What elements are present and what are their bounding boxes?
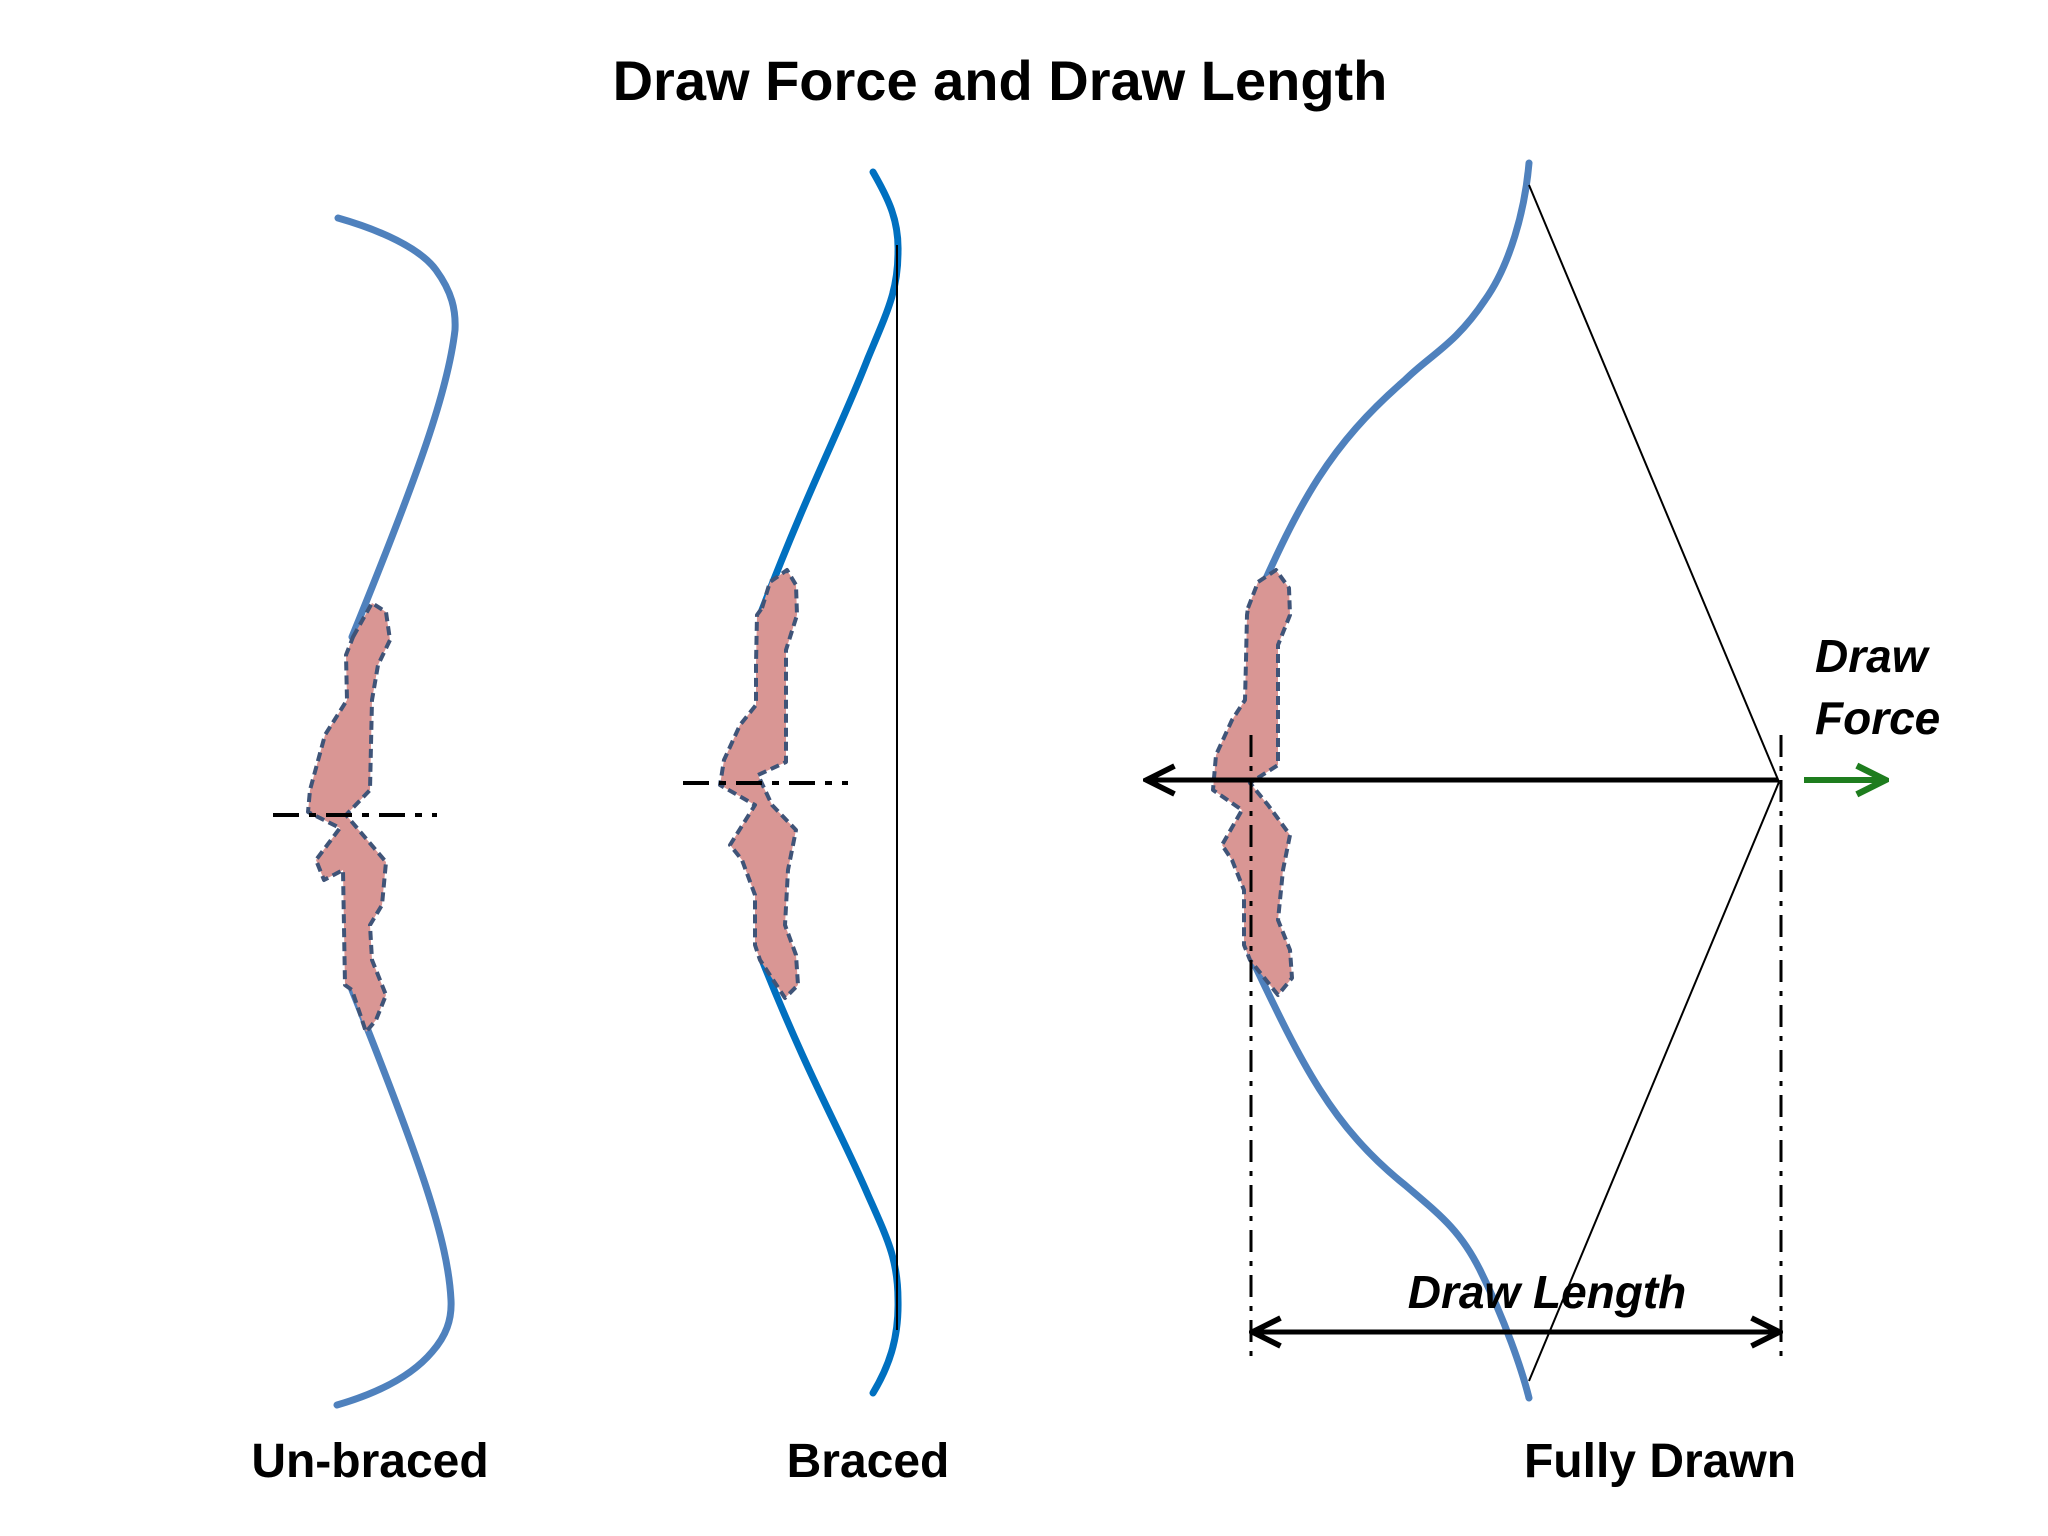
unbraced-label: Un-braced — [251, 1435, 488, 1488]
draw-force-label-line2: Force — [1815, 692, 1940, 744]
fully-drawn-bow — [1150, 159, 1882, 1402]
drawn-upper-limb — [1248, 159, 1533, 614]
fully-drawn-label: Fully Drawn — [1524, 1435, 1796, 1488]
draw-force-label-line1: Draw — [1815, 630, 1931, 682]
unbraced-lower-limb — [333, 986, 455, 1409]
braced-upper-limb — [758, 168, 902, 614]
braced-lower-limb — [758, 956, 902, 1397]
unbraced-upper-limb — [334, 214, 459, 641]
unbraced-riser — [306, 601, 392, 1034]
braced-label: Braced — [787, 1435, 950, 1488]
drawn-riser — [1211, 568, 1294, 997]
braced-bow — [683, 168, 902, 1397]
draw-length-label: Draw Length — [1408, 1266, 1687, 1318]
drawn-string-upper — [1528, 184, 1780, 783]
unbraced-bow — [273, 214, 459, 1409]
diagram-title: Draw Force and Draw Length — [613, 49, 1388, 112]
drawn-string-lower — [1528, 781, 1780, 1382]
